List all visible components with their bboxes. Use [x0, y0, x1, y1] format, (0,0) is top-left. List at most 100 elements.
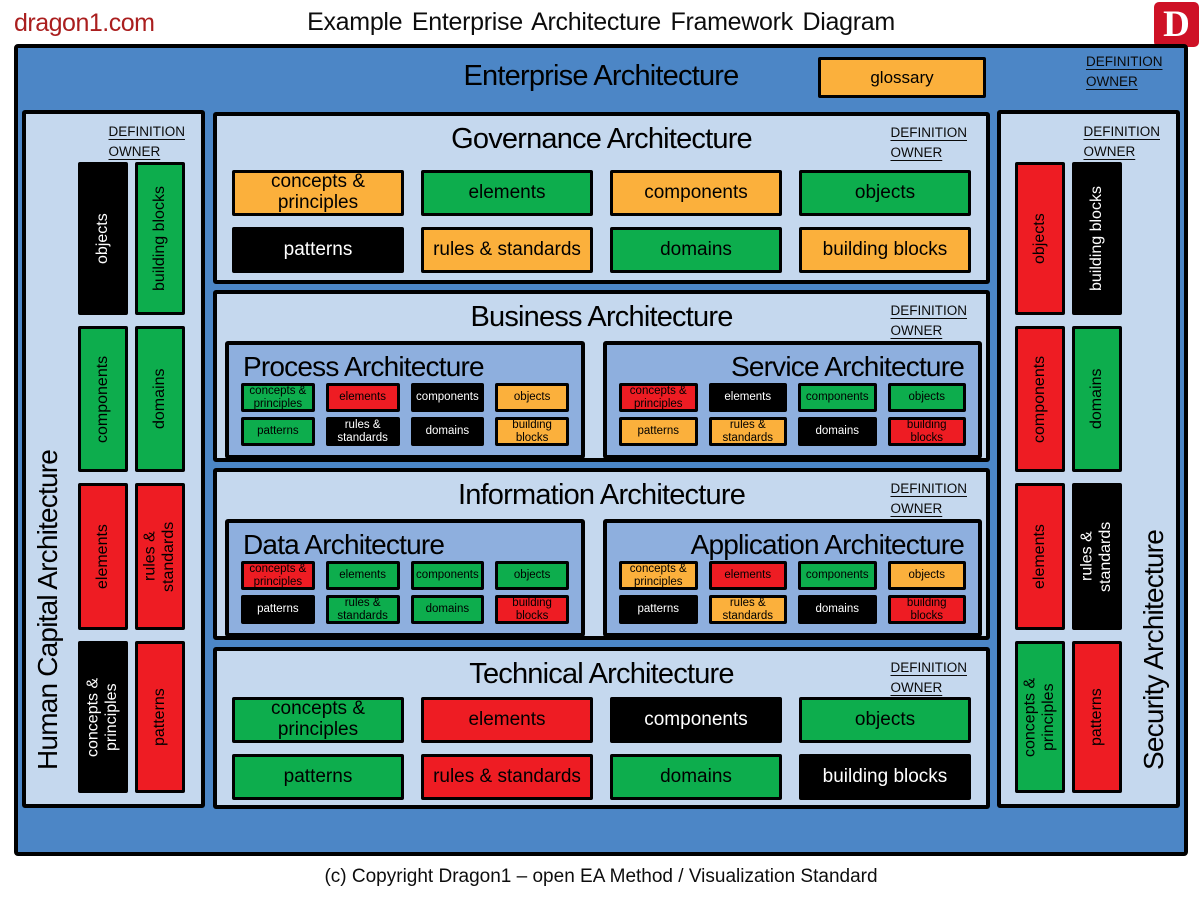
block-elements: elements	[421, 170, 593, 216]
data-blocks-grid: concepts & principles elements components o…	[241, 561, 569, 624]
block-patterns: patterns	[241, 417, 315, 446]
section-governance: Governance Architecture DEFINITION OWNER…	[213, 112, 990, 284]
block-building-blocks: building blocks	[1072, 162, 1122, 315]
block-components: components	[410, 561, 485, 590]
block-domains: domains	[610, 227, 782, 273]
main-frame: Enterprise Architecture glossary DEFINIT…	[14, 44, 1188, 856]
block-components: components	[798, 561, 877, 590]
block-patterns: patterns	[619, 417, 698, 446]
block-patterns: patterns	[232, 227, 404, 273]
block-domains: domains	[135, 326, 185, 472]
block-concepts-principles: concepts & principles	[241, 561, 315, 590]
section-information: Information Architecture DEFINITION OWNE…	[213, 468, 990, 640]
technical-title: Technical Architecture	[469, 658, 734, 690]
definition-owner-governance: DEFINITION OWNER	[890, 125, 968, 160]
block-domains: domains	[798, 595, 877, 624]
page-title: Example Enterprise Architecture Framewor…	[307, 8, 895, 36]
block-concepts-principles: concepts & principles	[1015, 641, 1065, 793]
block-rules-standards: rules & standards	[421, 227, 593, 273]
process-title: Process Architecture	[243, 351, 485, 382]
block-patterns: patterns	[232, 754, 404, 800]
block-components: components	[78, 326, 128, 472]
information-title: Information Architecture	[457, 479, 746, 511]
block-domains: domains	[1072, 326, 1122, 472]
block-concepts-principles: concepts & principles	[619, 383, 698, 412]
block-patterns: patterns	[1072, 641, 1122, 793]
block-objects: objects	[799, 697, 971, 743]
block-building-blocks: building blocks	[887, 417, 966, 446]
brand-text: dragon1.com	[14, 9, 155, 37]
block-concepts-principles: concepts & principles	[232, 170, 404, 216]
security-column: DEFINITION OWNER Security Architecture o…	[997, 110, 1180, 808]
block-elements: elements	[325, 561, 400, 590]
block-objects: objects	[495, 561, 569, 590]
block-rules-standards: rules & standards	[1072, 483, 1122, 630]
block-objects: objects	[799, 170, 971, 216]
definition-owner-human-capital: DEFINITION OWNER	[108, 124, 186, 159]
block-building-blocks: building blocks	[799, 754, 971, 800]
block-elements: elements	[708, 383, 787, 412]
definition-owner-business: DEFINITION OWNER	[890, 303, 968, 338]
subsection-process: Process Architecture concepts & principl…	[225, 341, 585, 459]
block-rules-standards: rules & standards	[708, 417, 787, 446]
block-concepts-principles: concepts & principles	[232, 697, 404, 743]
block-patterns: patterns	[135, 641, 185, 793]
block-elements: elements	[421, 697, 593, 743]
block-objects: objects	[495, 383, 569, 412]
service-title: Service Architecture	[731, 351, 965, 382]
human-capital-title: Human Capital Architecture	[32, 449, 63, 770]
block-concepts-principles: concepts & principles	[78, 641, 128, 793]
block-domains: domains	[798, 417, 877, 446]
technical-blocks-grid: concepts & principles elements components o…	[232, 697, 971, 800]
block-concepts-principles: concepts & principles	[619, 561, 698, 590]
block-rules-standards: rules & standards	[421, 754, 593, 800]
subsection-application: Application Architecture concepts & prin…	[603, 519, 982, 637]
governance-title: Governance Architecture	[451, 123, 753, 155]
security-title: Security Architecture	[1138, 530, 1169, 770]
dragon1-logo: D	[1154, 2, 1199, 47]
enterprise-architecture-title: Enterprise Architecture	[463, 60, 740, 92]
process-blocks-grid: concepts & principles elements components o…	[241, 383, 569, 446]
block-rules-standards: rules & standards	[135, 483, 185, 630]
block-objects: objects	[887, 383, 966, 412]
block-rules-standards: rules & standards	[325, 595, 400, 624]
block-domains: domains	[410, 417, 485, 446]
application-title: Application Architecture	[690, 529, 965, 560]
block-building-blocks: building blocks	[799, 227, 971, 273]
block-rules-standards: rules & standards	[708, 595, 787, 624]
block-concepts-principles: concepts & principles	[241, 383, 315, 412]
block-elements: elements	[708, 561, 787, 590]
block-objects: objects	[1015, 162, 1065, 315]
definition-owner-security: DEFINITION OWNER	[1083, 124, 1161, 159]
block-building-blocks: building blocks	[495, 595, 569, 624]
block-rules-standards: rules & standards	[325, 417, 400, 446]
block-components: components	[610, 697, 782, 743]
block-domains: domains	[610, 754, 782, 800]
definition-owner-information: DEFINITION OWNER	[890, 481, 968, 516]
human-capital-column: DEFINITION OWNER Human Capital Architect…	[22, 110, 205, 808]
business-title: Business Architecture	[470, 301, 733, 333]
definition-owner-enterprise: DEFINITION OWNER	[1086, 54, 1163, 89]
block-elements: elements	[1015, 483, 1065, 630]
block-patterns: patterns	[619, 595, 698, 624]
subsection-data: Data Architecture concepts & principles e…	[225, 519, 585, 637]
block-patterns: patterns	[241, 595, 315, 624]
block-domains: domains	[410, 595, 485, 624]
block-components: components	[1015, 326, 1065, 472]
block-building-blocks: building blocks	[887, 595, 966, 624]
block-components: components	[798, 383, 877, 412]
block-building-blocks: building blocks	[495, 417, 569, 446]
block-building-blocks: building blocks	[135, 162, 185, 315]
block-elements: elements	[325, 383, 400, 412]
glossary-button: glossary	[818, 57, 986, 98]
block-objects: objects	[78, 162, 128, 315]
subsection-service: Service Architecture concepts & principl…	[603, 341, 982, 459]
block-components: components	[410, 383, 485, 412]
data-title: Data Architecture	[243, 529, 445, 560]
section-technical: Technical Architecture DEFINITION OWNER …	[213, 647, 990, 809]
